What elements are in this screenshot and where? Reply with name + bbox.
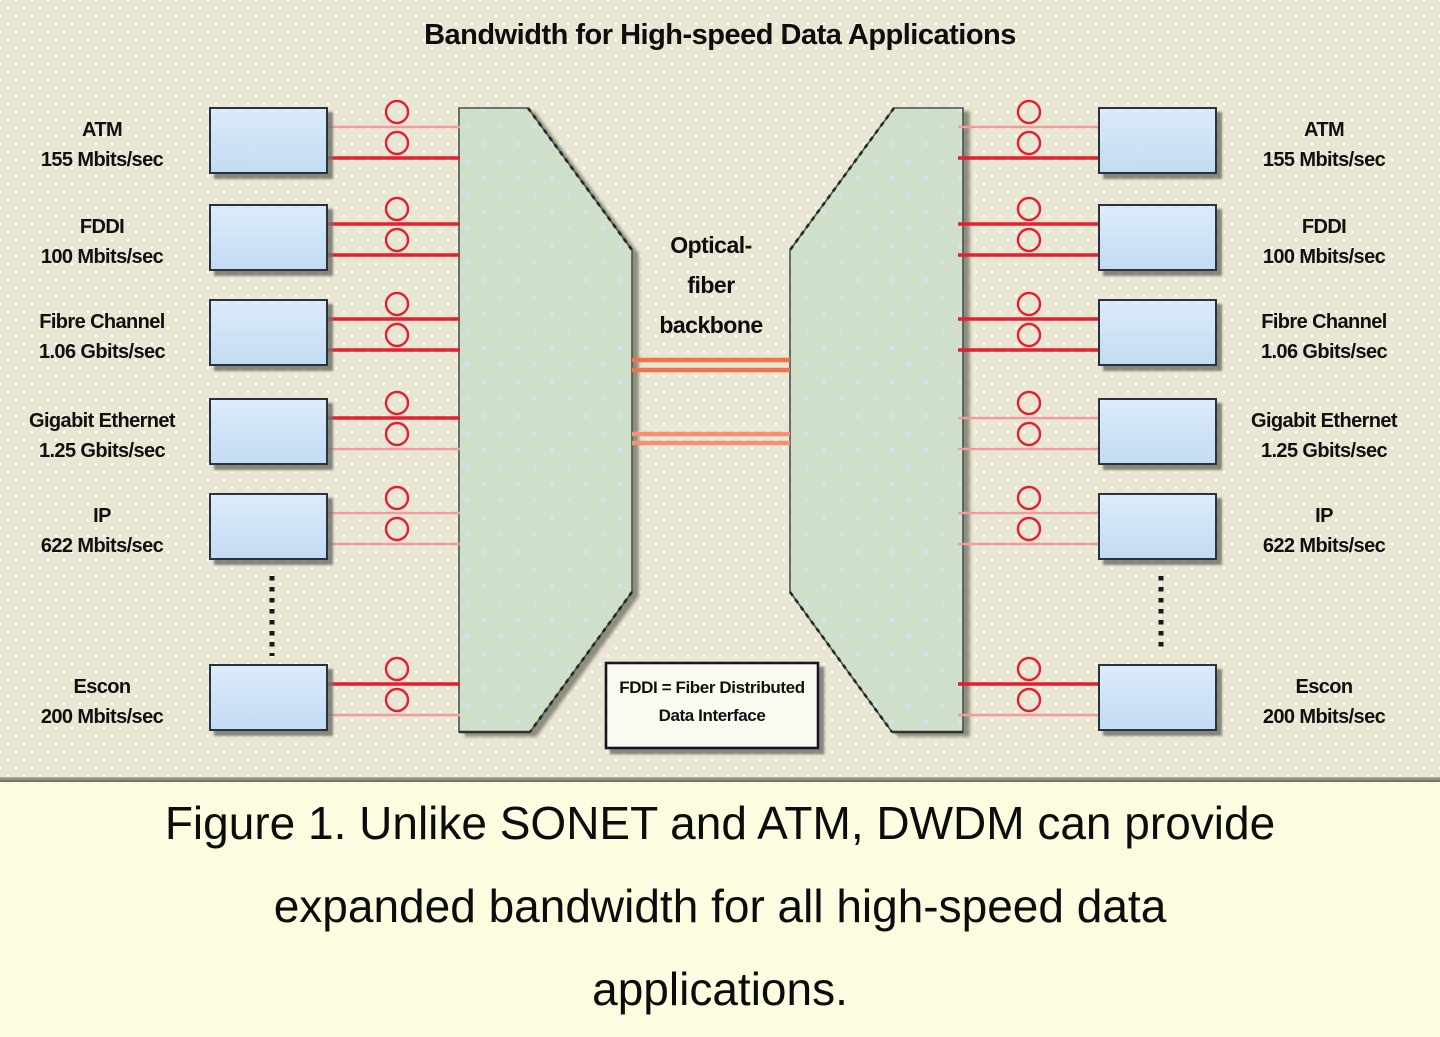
protocol-name: Gigabit Ethernet	[1251, 410, 1398, 432]
label-right-fddi: FDDI 100 Mbits/sec	[1222, 212, 1426, 272]
footnote-text: FDDI = Fiber Distributed Data Interface	[619, 678, 805, 725]
left-fiber-loop-icons	[384, 99, 410, 713]
fiber-loop-icon	[1016, 322, 1042, 348]
protocol-name: FDDI	[79, 216, 125, 238]
fiber-loop-icon	[1016, 687, 1042, 713]
protocol-name: FDDI	[1301, 216, 1347, 238]
io-box-gigabit-ethernet	[209, 398, 328, 465]
backbone-fiber-lines	[632, 357, 790, 446]
protocol-rate: 155 Mbits/sec	[40, 149, 164, 171]
fiber-loop-icon	[384, 656, 410, 682]
left-terminal-boxes	[209, 107, 328, 731]
left-multiplexer	[458, 107, 634, 734]
dwdm-bandwidth-diagram: Bandwidth for High-speed Data Applicatio…	[0, 0, 1440, 777]
diagram-bottom-edge	[0, 777, 1440, 782]
io-box-fibre-channel	[209, 299, 328, 366]
io-box-ip	[209, 493, 328, 560]
label-left-escon: Escon 200 Mbits/sec	[0, 672, 204, 732]
io-box-atm	[209, 107, 328, 174]
io-box-atm	[1098, 107, 1217, 174]
io-box-escon	[1098, 664, 1217, 731]
fiber-loop-icon	[384, 322, 410, 348]
fiber-loop-icon	[1016, 485, 1042, 511]
protocol-rate: 1.25 Gbits/sec	[1260, 440, 1388, 462]
protocol-name: Escon	[1295, 676, 1353, 698]
io-box-fddi	[1098, 204, 1217, 271]
fiber-loop-icon	[1016, 130, 1042, 156]
backbone-label: Optical- fiber backbone	[659, 232, 763, 338]
label-right-gigabit-ethernet: Gigabit Ethernet 1.25 Gbits/sec	[1222, 406, 1426, 466]
protocol-name: Fibre Channel	[1261, 311, 1387, 333]
io-box-fddi	[209, 204, 328, 271]
fiber-loop-icon	[1016, 656, 1042, 682]
fiber-loop-icon	[384, 196, 410, 222]
right-demultiplexer	[788, 107, 964, 734]
protocol-name: ATM	[81, 119, 123, 141]
label-left-fibre-channel: Fibre Channel 1.06 Gbits/sec	[0, 307, 204, 367]
fiber-loop-icon	[384, 687, 410, 713]
fiber-loop-icon	[384, 516, 410, 542]
protocol-rate: 200 Mbits/sec	[1262, 706, 1386, 728]
io-box-fibre-channel	[1098, 299, 1217, 366]
fiber-loop-icon	[1016, 291, 1042, 317]
right-fiber-loop-icons	[1016, 99, 1042, 713]
fiber-loop-icon	[384, 421, 410, 447]
fiber-loop-icon	[384, 130, 410, 156]
label-right-escon: Escon 200 Mbits/sec	[1222, 672, 1426, 732]
protocol-rate: 622 Mbits/sec	[40, 535, 164, 557]
footnote-box	[604, 661, 820, 750]
diagram-canvas	[209, 99, 1217, 750]
protocol-rate: 1.06 Gbits/sec	[38, 341, 166, 363]
fiber-loop-icon	[1016, 390, 1042, 416]
protocol-rate: 1.06 Gbits/sec	[1260, 341, 1388, 363]
diagram-title: Bandwidth for High-speed Data Applicatio…	[424, 19, 1016, 51]
protocol-name: Gigabit Ethernet	[29, 410, 176, 432]
figure-caption: Figure 1. Unlike SONET and ATM, DWDM can…	[0, 782, 1440, 1037]
left-fiber-lines	[327, 125, 460, 717]
label-right-ip: IP 622 Mbits/sec	[1222, 501, 1426, 561]
fiber-loop-icon	[384, 99, 410, 125]
fiber-loop-icon	[384, 390, 410, 416]
label-right-fibre-channel: Fibre Channel 1.06 Gbits/sec	[1222, 307, 1426, 367]
protocol-name: Escon	[73, 676, 131, 698]
fiber-loop-icon	[1016, 421, 1042, 447]
protocol-rate: 155 Mbits/sec	[1262, 149, 1386, 171]
right-terminal-boxes	[1098, 107, 1217, 731]
label-left-fddi: FDDI 100 Mbits/sec	[0, 212, 204, 272]
fiber-loop-icon	[384, 227, 410, 253]
label-right-atm: ATM 155 Mbits/sec	[1222, 115, 1426, 175]
io-box-escon	[209, 664, 328, 731]
fiber-loop-icon	[384, 485, 410, 511]
label-left-gigabit-ethernet: Gigabit Ethernet 1.25 Gbits/sec	[0, 406, 204, 466]
protocol-name: IP	[93, 505, 111, 527]
fiber-loop-icon	[1016, 196, 1042, 222]
label-left-ip: IP 622 Mbits/sec	[0, 501, 204, 561]
label-left-atm: ATM 155 Mbits/sec	[0, 115, 204, 175]
protocol-rate: 100 Mbits/sec	[1262, 246, 1386, 268]
protocol-rate: 622 Mbits/sec	[1262, 535, 1386, 557]
protocol-name: ATM	[1303, 119, 1345, 141]
protocol-rate: 1.25 Gbits/sec	[38, 440, 166, 462]
protocol-rate: 200 Mbits/sec	[40, 706, 164, 728]
protocol-rate: 100 Mbits/sec	[40, 246, 164, 268]
io-box-ip	[1098, 493, 1217, 560]
protocol-name: Fibre Channel	[39, 311, 165, 333]
fiber-loop-icon	[1016, 227, 1042, 253]
fiber-loop-icon	[1016, 99, 1042, 125]
fiber-loop-icon	[1016, 516, 1042, 542]
io-box-gigabit-ethernet	[1098, 398, 1217, 465]
protocol-name: IP	[1315, 505, 1333, 527]
fiber-loop-icon	[384, 291, 410, 317]
right-fiber-lines	[958, 125, 1100, 717]
